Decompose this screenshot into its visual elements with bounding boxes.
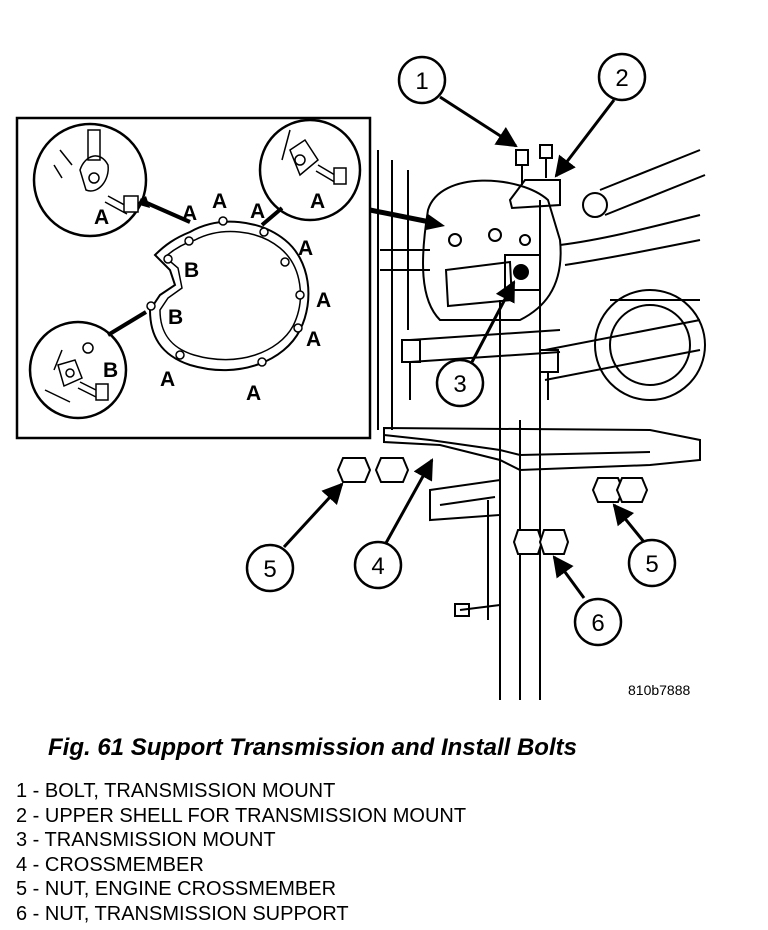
label-a-detail-2: A: [310, 190, 325, 213]
label-b-2: B: [168, 306, 183, 329]
inset-panel: A A A A A A A A A A B B B: [15, 116, 372, 440]
callout-3: 3: [435, 358, 485, 408]
svg-text:1: 1: [415, 68, 428, 95]
label-a-7: A: [160, 368, 175, 391]
callout-5-left: 5: [245, 543, 295, 593]
label-a-4: A: [298, 237, 313, 260]
label-a-1: A: [182, 202, 197, 225]
legend-item: 4 - CROSSMEMBER: [16, 853, 204, 876]
label-a-detail-1: A: [94, 206, 109, 229]
label-a-6: A: [306, 328, 321, 351]
figure-code: 810b7888: [628, 682, 691, 698]
svg-text:5: 5: [263, 556, 276, 583]
legend-item: 5 - NUT, ENGINE CROSSMEMBER: [16, 878, 337, 901]
legend-item: 6 - NUT, TRANSMISSION SUPPORT: [16, 902, 349, 925]
label-b-detail: B: [103, 359, 118, 382]
legend-item: 2 - UPPER SHELL FOR TRANSMISSION MOUNT: [16, 804, 467, 827]
callout-5-right: 5: [627, 538, 677, 588]
label-a-8: A: [246, 382, 261, 405]
leader-arrows: [282, 95, 646, 599]
figure-caption: Fig. 61 Support Transmission and Install…: [48, 734, 577, 761]
svg-text:3: 3: [453, 371, 466, 398]
label-a-3: A: [250, 200, 265, 223]
svg-text:6: 6: [591, 610, 604, 637]
legend-item: 3 - TRANSMISSION MOUNT: [16, 829, 276, 852]
vehicle-drawing: [377, 144, 706, 700]
transmission-diagram: A A A A A A A A A A B B B 1 2: [15, 52, 706, 700]
svg-text:5: 5: [645, 551, 658, 578]
legend-list: 1 - BOLT, TRANSMISSION MOUNT 2 - UPPER S…: [16, 779, 466, 927]
svg-text:2: 2: [615, 65, 628, 92]
callout-2: 2: [597, 52, 647, 102]
callout-1: 1: [397, 55, 447, 105]
label-b-1: B: [184, 259, 199, 282]
svg-text:4: 4: [371, 553, 384, 580]
callout-6: 6: [573, 597, 623, 647]
label-a-5: A: [316, 289, 331, 312]
crossmember-nuts: [336, 457, 649, 555]
legend-item: 1 - BOLT, TRANSMISSION MOUNT: [16, 780, 336, 802]
callout-4: 4: [353, 540, 403, 590]
label-a-2: A: [212, 190, 227, 213]
